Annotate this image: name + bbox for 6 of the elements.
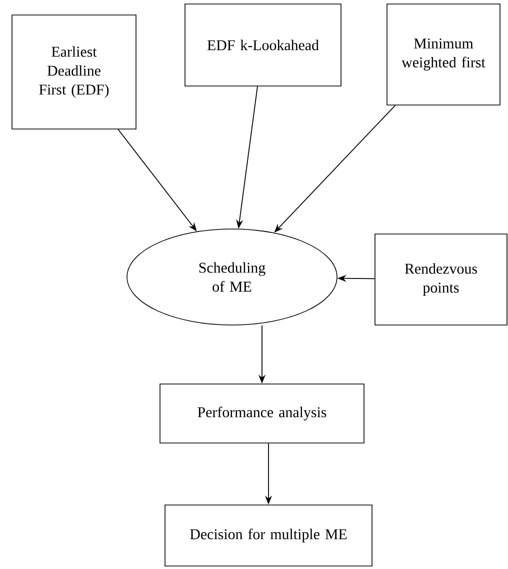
process-box: EDF k-Lookahead	[184, 4, 342, 86]
process-box: Decision for multiple ME	[164, 504, 372, 566]
process-box: Rendezvous points	[374, 234, 508, 326]
process-box: Earliest Deadline First (EDF)	[12, 14, 136, 130]
process-box: Minimum weighted first	[386, 4, 500, 106]
process-box: Performance analysis	[160, 384, 364, 444]
